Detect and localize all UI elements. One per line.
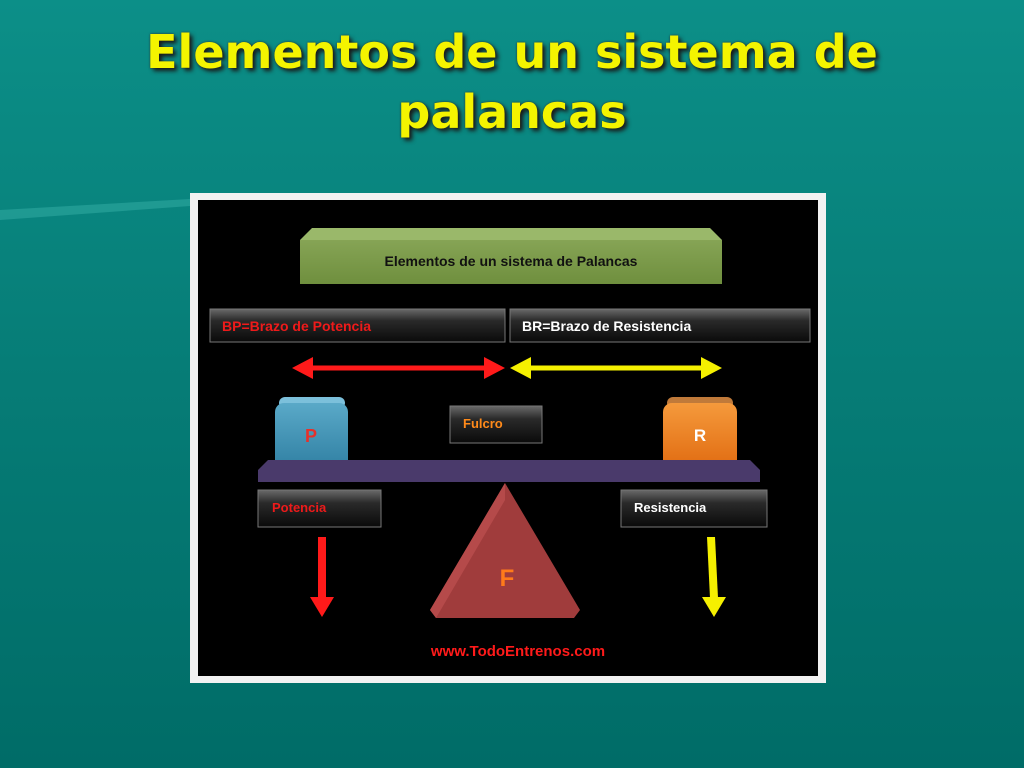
- power-block: P: [275, 397, 348, 470]
- resistance-arm-arrow: [510, 357, 722, 379]
- slide-title-line-1: Elementos de un sistema de: [146, 25, 878, 79]
- slide-title-line-2: palancas: [397, 85, 627, 139]
- diagram-header-text: Elementos de un sistema de Palancas: [385, 253, 638, 269]
- diagram-header-box: Elementos de un sistema de Palancas: [300, 228, 722, 284]
- power-block-letter: P: [305, 426, 317, 446]
- website-text: www.TodoEntrenos.com: [430, 643, 605, 660]
- resistance-arm-label-box: BR=Brazo de Resistencia: [509, 308, 811, 343]
- resistance-block-letter: R: [694, 426, 706, 445]
- resistencia-label-box: Resistencia: [620, 489, 768, 528]
- resistance-force-arrow: [702, 537, 726, 617]
- power-arm-arrow: [292, 357, 505, 379]
- fulcrum-letter: F: [500, 565, 515, 592]
- power-arm-label-box: BP=Brazo de Potencia: [209, 308, 506, 343]
- resistance-arm-label: BR=Brazo de Resistencia: [522, 318, 691, 334]
- fulcrum-label-box: Fulcro: [449, 405, 543, 444]
- power-force-arrow: [310, 537, 334, 617]
- power-arm-label: BP=Brazo de Potencia: [222, 318, 371, 334]
- slide-title: Elementos de un sistema de palancas: [0, 22, 1024, 142]
- potencia-label: Potencia: [272, 500, 327, 515]
- background-stripe: [0, 199, 190, 220]
- potencia-label-box: Potencia: [257, 489, 382, 528]
- resistance-block: R: [663, 397, 737, 470]
- fulcrum-label: Fulcro: [463, 416, 503, 431]
- lever-plank: [258, 460, 760, 482]
- resistencia-label: Resistencia: [634, 500, 707, 515]
- fulcrum-triangle: F: [430, 483, 580, 618]
